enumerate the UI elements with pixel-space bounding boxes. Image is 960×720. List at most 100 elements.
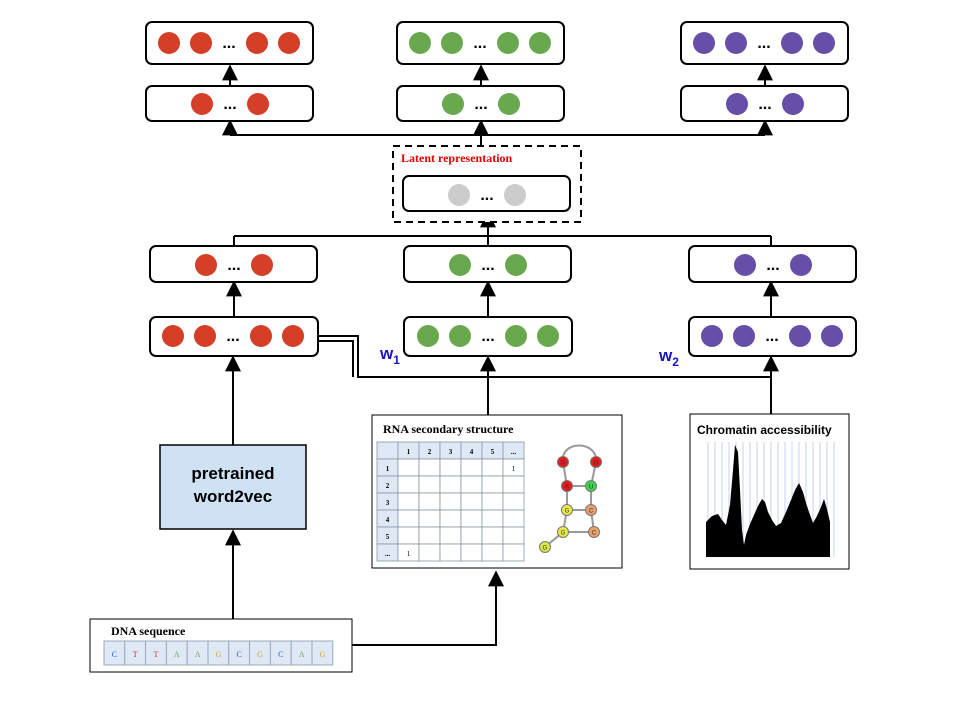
chromatin-node (693, 32, 715, 54)
matrix-row-header: 1 (386, 465, 390, 473)
dna-base-label: C (237, 650, 242, 659)
dna-node (282, 325, 304, 347)
matrix-cell (502, 543, 525, 562)
output-layer-rna: ... (396, 21, 565, 65)
matrix-cell (460, 543, 483, 562)
encoder-hidden-rna: ... (403, 245, 572, 283)
chromatin-node (725, 32, 747, 54)
rna-node (505, 325, 527, 347)
ellipsis: ... (226, 328, 239, 345)
ellipsis: ... (474, 96, 487, 113)
dna-node (247, 93, 269, 115)
dna-node (195, 254, 217, 276)
matrix-cell (376, 441, 399, 460)
dna-node (158, 32, 180, 54)
matrix-cell (460, 475, 483, 494)
dna-base-label: G (320, 650, 326, 659)
latent-node (448, 184, 470, 206)
dna-base-label: C (278, 650, 283, 659)
word2vec-box: pretrained word2vec (159, 444, 307, 530)
chromatin-node (726, 93, 748, 115)
matrix-cell (397, 475, 420, 494)
matrix-cell (439, 543, 462, 562)
word2vec-line1: pretrained (191, 464, 274, 483)
dna-base-label: A (299, 650, 305, 659)
matrix-column-header: 4 (470, 448, 474, 456)
chromatin-accessibility-title: Chromatin accessibility (697, 423, 832, 437)
encoder-hidden-chromatin: ... (688, 245, 857, 283)
ellipsis: ... (481, 257, 494, 274)
matrix-cell (439, 458, 462, 477)
dna-node (251, 254, 273, 276)
decoder-hidden-dna: ... (145, 85, 314, 122)
dna-node (250, 325, 272, 347)
matrix-row-header: 2 (386, 482, 390, 490)
accessibility-signal (706, 445, 830, 557)
chromatin-node (789, 325, 811, 347)
matrix-cell (481, 458, 504, 477)
rna-nucleotide-node (590, 456, 602, 468)
matrix-row-header: 4 (386, 516, 390, 524)
matrix-cell (502, 475, 525, 494)
matrix-row-header: ... (385, 550, 391, 558)
dna-base-label: C (112, 650, 117, 659)
rna-nucleotide-label: A (565, 485, 569, 491)
matrix-cell (502, 509, 525, 528)
matrix-cell (439, 475, 462, 494)
chromatin-node (782, 93, 804, 115)
dna-base-label: A (195, 650, 201, 659)
rna-nucleotide-node (588, 526, 600, 538)
rna-nucleotide-node (585, 504, 597, 516)
encoder-input-rna: ... (403, 316, 573, 357)
dna-node (194, 325, 216, 347)
ellipsis: ... (758, 96, 771, 113)
dna-base-label: T (154, 650, 159, 659)
matrix-cell (481, 543, 504, 562)
matrix-cell (481, 492, 504, 511)
ellipsis: ... (473, 35, 486, 52)
encoder-hidden-dna: ... (149, 245, 318, 283)
chromatin-node (781, 32, 803, 54)
matrix-column-header: 1 (407, 448, 411, 456)
matrix-cell (418, 543, 441, 562)
matrix-cell (418, 475, 441, 494)
dna-base-cell (311, 640, 334, 666)
chromatin-node (733, 325, 755, 347)
ellipsis: ... (223, 96, 236, 113)
matrix-row-header: 3 (386, 499, 390, 507)
matrix-cell (418, 526, 441, 545)
matrix-cell (460, 526, 483, 545)
matrix-cell (397, 492, 420, 511)
matrix-cell (418, 509, 441, 528)
rna-node (505, 254, 527, 276)
dna-node (162, 325, 184, 347)
rna-nucleotide-node (585, 480, 597, 492)
matrix-cell (502, 492, 525, 511)
matrix-cell (439, 509, 462, 528)
decoder-hidden-chromatin: ... (680, 85, 849, 122)
chromatin-node (701, 325, 723, 347)
rna-node (529, 32, 551, 54)
dna-node (191, 93, 213, 115)
ellipsis: ... (481, 328, 494, 345)
rna-node (449, 254, 471, 276)
matrix-cell (460, 509, 483, 528)
matrix-cell (397, 526, 420, 545)
weight-w1-label: w1 (379, 344, 400, 367)
rna-nucleotide-label: C (589, 509, 594, 515)
rna-nucleotide-node (561, 480, 573, 492)
rna-structure-title: RNA secondary structure (383, 422, 514, 436)
dna-node (246, 32, 268, 54)
dna-node (190, 32, 212, 54)
dna-base-label: G (257, 650, 263, 659)
latent-label: Latent representation (401, 151, 513, 165)
matrix-column-header: 3 (449, 448, 453, 456)
matrix-cell (502, 526, 525, 545)
chromatin-node (813, 32, 835, 54)
decoder-hidden-rna: ... (396, 85, 565, 122)
weight-w2-label: w2 (658, 346, 679, 369)
rna-nucleotide-label: U (589, 485, 593, 491)
dna-base-label: G (216, 650, 222, 659)
